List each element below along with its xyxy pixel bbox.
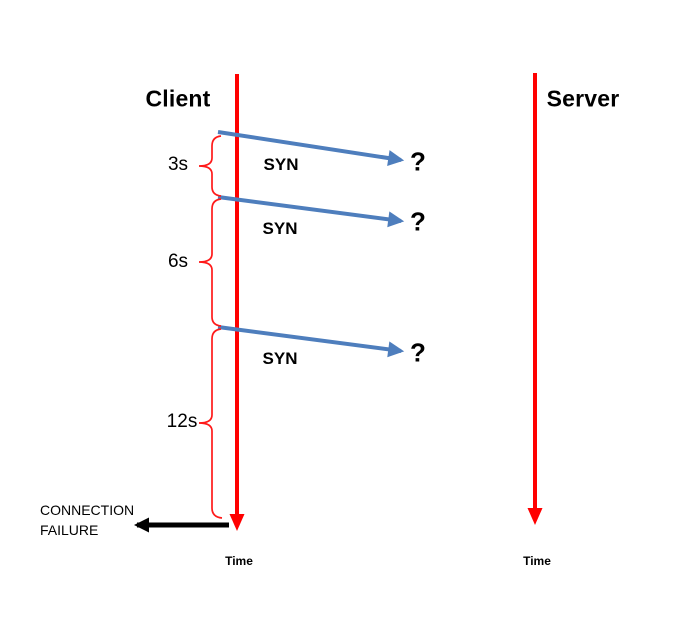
client-title: Client	[145, 85, 211, 112]
delivery-unknown-marker-2: ?	[410, 206, 426, 237]
interval-label-3: 12s	[166, 411, 198, 432]
syn-message-label-3: SYN	[262, 349, 298, 368]
interval-brace-6s	[198, 198, 222, 327]
server-title: Server	[546, 85, 620, 112]
client-time-axis-label: Time	[225, 554, 253, 568]
interval-brace-12s	[198, 328, 223, 519]
client-timeline-arrowhead-icon	[229, 514, 245, 531]
syn-arrow-3	[217, 325, 405, 358]
interval-label-1: 3s	[167, 154, 189, 175]
syn-message-label-1: SYN	[263, 155, 299, 174]
syn-arrow-1	[217, 130, 405, 166]
syn-message-label-2: SYN	[262, 219, 298, 238]
syn-arrow-2	[217, 195, 405, 228]
connection-failure-label: CONNECTION FAILURE	[40, 502, 135, 538]
delivery-unknown-marker-1: ?	[410, 146, 426, 177]
interval-label-2: 6s	[167, 251, 189, 272]
server-timeline-arrowhead-icon	[527, 508, 543, 525]
interval-brace-3s	[198, 135, 222, 197]
delivery-unknown-marker-3: ?	[410, 337, 426, 368]
server-time-axis-label: Time	[523, 554, 551, 568]
